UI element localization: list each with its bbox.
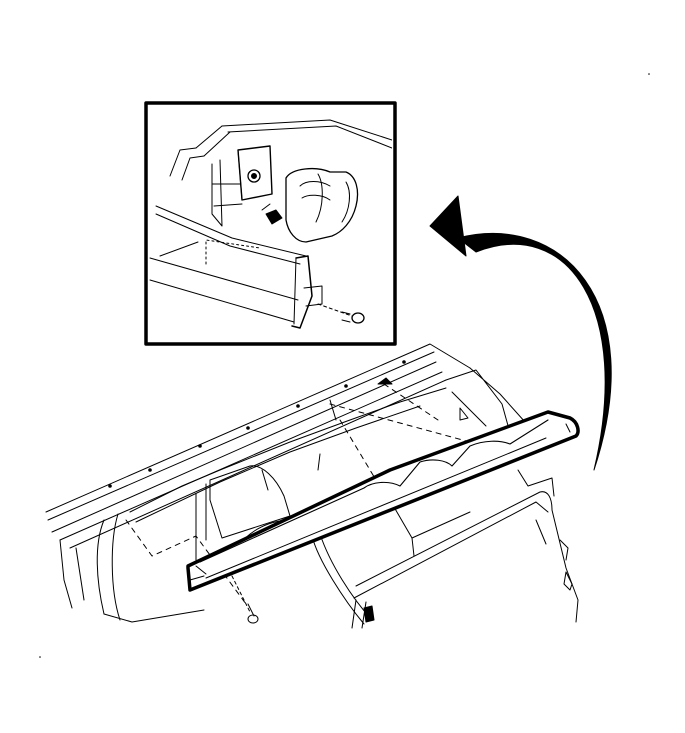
- inset-roof-bow: [221, 119, 392, 149]
- inset-weatherstrip-block: [285, 167, 359, 243]
- inset-screw-icon: [317, 303, 353, 317]
- inset-frame: [144, 101, 397, 346]
- detail-inset: [144, 101, 397, 346]
- roof-rivets: [108, 360, 406, 488]
- roof-molding-strip: [186, 410, 580, 592]
- inset-strip-end: [291, 255, 313, 329]
- window-opening: [209, 465, 291, 539]
- strip-outline: [186, 410, 580, 592]
- speck: [648, 73, 650, 75]
- screw-fastener-icon: [231, 575, 259, 624]
- inset-clip-nut: [265, 209, 283, 225]
- inset-bolt-hole: [247, 169, 261, 183]
- inset-bracket: [237, 145, 273, 201]
- arrow-head: [429, 195, 467, 257]
- inset-rail: [155, 205, 307, 265]
- speck: [39, 656, 41, 658]
- curved-arrow-icon: [429, 195, 612, 471]
- roof-panel: [45, 343, 535, 623]
- arrow-shaft: [457, 233, 612, 471]
